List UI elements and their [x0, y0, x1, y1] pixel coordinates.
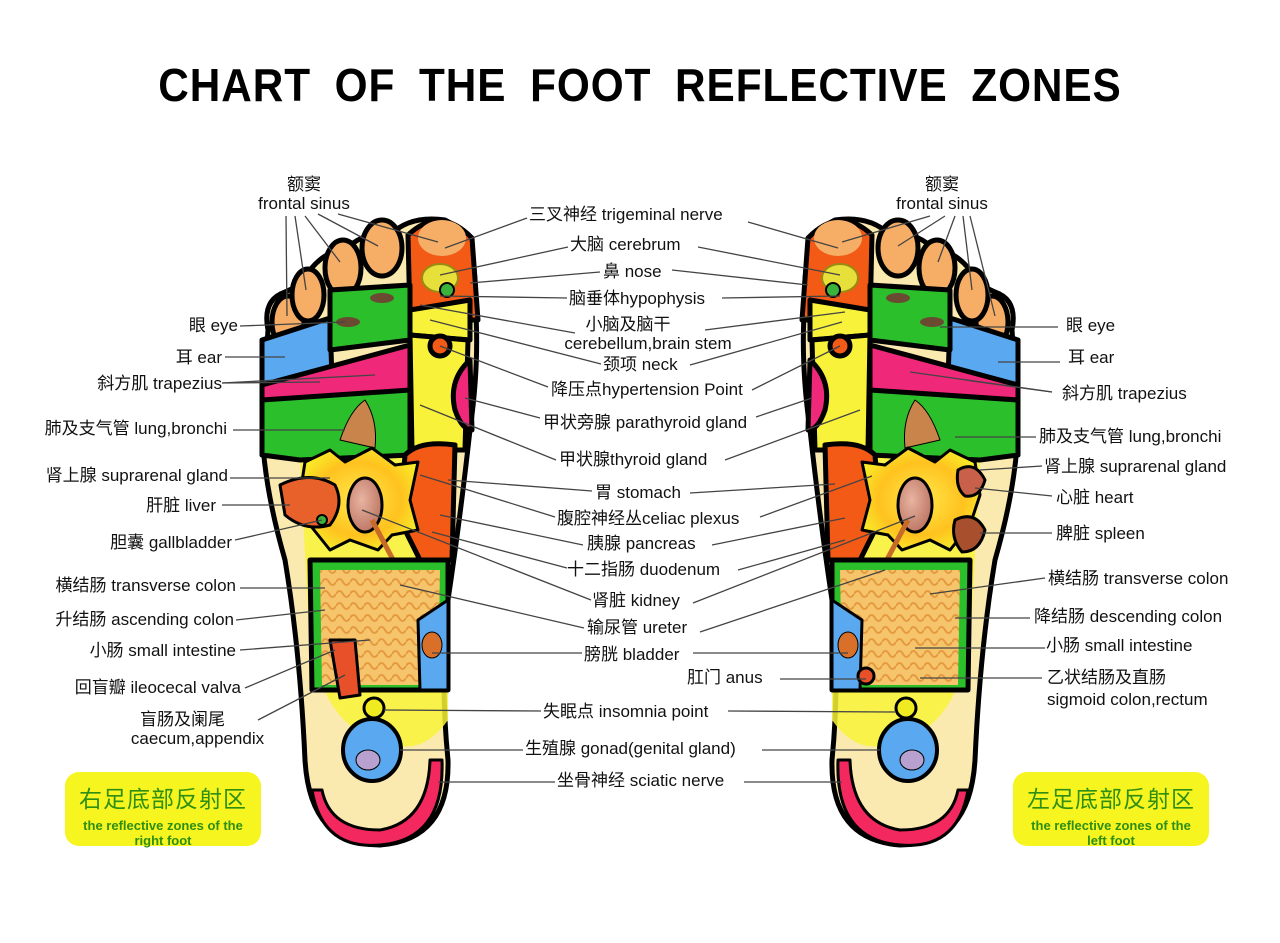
left-toe-2 [875, 217, 921, 279]
label-bladder: 膀胱 bladder [584, 645, 680, 664]
label-suprarenal-right: 肾上腺 suprarenal gland [45, 466, 228, 485]
label-pancreas: 胰腺 pancreas [587, 534, 696, 553]
label-transverse-colon-right: 横结肠 transverse colon [55, 576, 236, 595]
label-zh: 额窦 [925, 175, 959, 194]
legend-box-right-foot: 右足底部反射区 the reflective zones of the righ… [65, 772, 261, 848]
label-ileocecal: 回盲瓣 ileocecal valva [74, 678, 241, 697]
label-zh: 乙状结肠及直肠 [1047, 668, 1166, 687]
label-zh: 小脑及脑干 [585, 315, 671, 334]
label-en: caecum,appendix [130, 729, 265, 748]
right-insomnia-point [362, 696, 386, 720]
label-cerebellum: 小脑及脑干 cerebellum,brain stem [548, 315, 748, 353]
right-sciatic-band [310, 758, 444, 847]
left-foot [799, 216, 1021, 848]
left-anus [856, 666, 876, 686]
label-spleen: 脾脏 spleen [1056, 524, 1145, 543]
right-gonad-zone [341, 717, 403, 783]
label-cerebrum: 大脑 cerebrum [570, 235, 681, 254]
label-sciatic: 坐骨神经 sciatic nerve [557, 771, 725, 790]
label-sigmoid: 乙状结肠及直肠 sigmoid colon,rectum [1047, 668, 1208, 709]
left-parathyroid-zone [805, 357, 830, 433]
right-parathyroid-zone [450, 357, 475, 433]
label-en: cerebellum,brain stem [564, 334, 732, 353]
left-spleen [952, 515, 987, 554]
label-trigeminal: 三叉神经 trigeminal nerve [529, 205, 723, 224]
label-en: frontal sinus [896, 194, 988, 213]
label-small-intestine-left: 小肠 small intestine [1046, 636, 1193, 655]
label-stomach: 胃 stomach [595, 483, 681, 502]
label-insomnia: 失眠点 insomnia point [543, 702, 709, 721]
label-ureter: 输尿管 ureter [587, 618, 688, 637]
chart-title: CHART OF THE FOOT REFLECTIVE ZONES [158, 59, 1122, 111]
right-eye-zone [327, 282, 413, 353]
label-frontal-sinus-left: 额窦 frontal sinus [892, 175, 992, 213]
label-kidney: 肾脏 kidney [592, 591, 680, 610]
label-en: sigmoid colon,rectum [1047, 690, 1208, 709]
label-zh: 盲肠及阑尾 [140, 710, 225, 729]
label-eye-right: 眼 eye [188, 316, 238, 335]
right-toe-4 [289, 266, 327, 324]
leader-lines [221, 213, 1060, 783]
left-insomnia-point [894, 696, 918, 720]
right-toe-2 [359, 217, 405, 279]
label-zh: 额窦 [287, 175, 321, 194]
label-neck: 颈项 neck [603, 355, 678, 374]
legend-en: the reflective zones of the left foot [1031, 818, 1191, 848]
label-trapezius-left: 斜方肌 trapezius [1062, 384, 1187, 403]
label-suprarenal-left: 肾上腺 suprarenal gland [1044, 457, 1227, 476]
label-lung-left: 肺及支气管 lung,bronchi [1039, 427, 1222, 446]
label-caecum: 盲肠及阑尾 caecum,appendix [120, 710, 275, 748]
label-en: frontal sinus [258, 194, 350, 213]
label-hypophysis: 脑垂体hypophysis [569, 289, 706, 308]
label-anus: 肛门 anus [687, 668, 763, 687]
label-eye-left: 眼 eye [1066, 316, 1116, 335]
right-liver [278, 476, 341, 529]
right-kidney [346, 476, 384, 534]
left-gonad-zone [877, 717, 939, 783]
label-duodenum: 十二指肠 duodenum [567, 560, 721, 579]
label-liver: 肝脏 liver [146, 496, 216, 515]
label-small-intestine-right: 小肠 small intestine [89, 641, 236, 660]
label-nose: 鼻 nose [603, 262, 662, 281]
label-parathyroid: 甲状旁腺 parathyroid gland [543, 413, 748, 432]
label-trapezius-right: 斜方肌 trapezius [97, 374, 222, 393]
label-ascending-colon: 升结肠 ascending colon [55, 610, 234, 629]
left-lung-zone [867, 387, 1021, 463]
left-kidney [896, 476, 934, 534]
label-gallbladder: 胆囊 gallbladder [110, 533, 232, 552]
right-foot [259, 216, 481, 848]
label-hypertension: 降压点hypertension Point [551, 380, 743, 399]
label-transverse-colon-left: 横结肠 transverse colon [1048, 569, 1229, 588]
left-heart [955, 465, 987, 498]
label-celiac: 腹腔神经丛celiac plexus [557, 509, 740, 528]
label-ear-left: 耳 ear [1068, 348, 1115, 367]
legend-box-left-foot: 左足底部反射区 the reflective zones of the left… [1013, 772, 1209, 848]
legend-en: the reflective zones of the right foot [83, 818, 243, 848]
legend-zh: 左足底部反射区 [1027, 786, 1195, 812]
label-lung-right: 肺及支气管 lung,bronchi [44, 419, 227, 438]
label-heart: 心脏 heart [1056, 488, 1134, 507]
left-sciatic-band [836, 758, 970, 847]
right-lung-zone [259, 387, 413, 463]
left-eye-zone [867, 282, 953, 353]
label-thyroid: 甲状腺thyroid gland [559, 450, 708, 469]
label-gonad: 生殖腺 gonad(genital gland) [525, 739, 736, 758]
label-frontal-sinus-right: 额窦 frontal sinus [254, 175, 354, 213]
label-descending-colon: 降结肠 descending colon [1034, 607, 1223, 626]
label-ear-right: 耳 ear [175, 348, 222, 367]
left-toe-4 [953, 266, 991, 324]
legend-zh: 右足底部反射区 [79, 786, 247, 812]
